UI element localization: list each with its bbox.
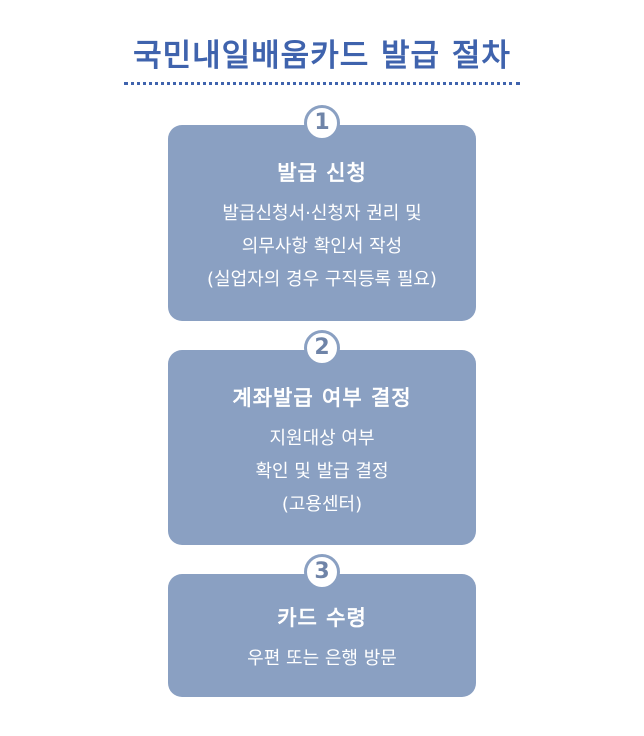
step-description-line: (실업자의 경우 구직등록 필요) bbox=[207, 269, 437, 290]
step-description-line: (고용센터) bbox=[281, 494, 363, 515]
dotted-divider bbox=[124, 82, 520, 85]
step-number-badge: 1 bbox=[304, 105, 340, 141]
step-title: 발급 신청 bbox=[277, 161, 367, 185]
step-card-1: 1 발급 신청 발급신청서·신청자 권리 및 의무사항 확인서 작성 (실업자의… bbox=[168, 105, 476, 321]
step-description: 지원대상 여부 확인 및 발급 결정 (고용센터) bbox=[168, 422, 476, 521]
step-description-line: 의무사항 확인서 작성 bbox=[241, 236, 403, 257]
page-title: 국민내일배움카드 발급 절차 bbox=[133, 38, 511, 74]
step-description-line: 확인 및 발급 결정 bbox=[255, 461, 389, 482]
step-description: 우편 또는 은행 방문 bbox=[168, 642, 476, 675]
step-description-line: 발급신청서·신청자 권리 및 bbox=[222, 203, 422, 224]
step-description-line: 우편 또는 은행 방문 bbox=[247, 648, 397, 669]
step-title: 카드 수령 bbox=[277, 606, 367, 630]
step-card-3: 3 카드 수령 우편 또는 은행 방문 bbox=[168, 554, 476, 697]
step-number-badge: 2 bbox=[304, 330, 340, 366]
step-description: 발급신청서·신청자 권리 및 의무사항 확인서 작성 (실업자의 경우 구직등록… bbox=[168, 197, 476, 296]
step-title: 계좌발급 여부 결정 bbox=[232, 386, 412, 410]
step-number-badge: 3 bbox=[304, 554, 340, 590]
step-description-line: 지원대상 여부 bbox=[269, 428, 375, 449]
step-card-2: 2 계좌발급 여부 결정 지원대상 여부 확인 및 발급 결정 (고용센터) bbox=[168, 330, 476, 545]
